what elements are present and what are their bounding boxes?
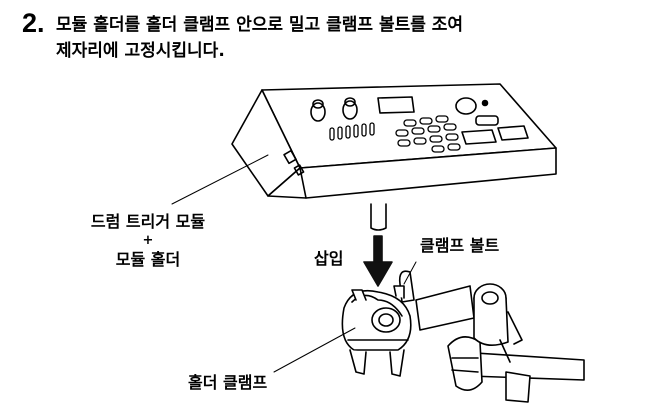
step-instruction-line-1: 모듈 홀더를 홀더 클램프 안으로 밀고 클램프 볼트를 조여 <box>56 15 464 35</box>
step-number: 2. <box>22 8 45 38</box>
leader-lines <box>171 154 417 373</box>
step-instruction: 모듈 홀더를 홀더 클램프 안으로 밀고 클램프 볼트를 조여 제자리에 고정시… <box>56 12 646 64</box>
insert-arrow <box>363 235 393 287</box>
module-callout-plus: + <box>142 233 154 248</box>
drum-trigger-module <box>231 83 557 231</box>
holder-clamp-label: 홀더 클램프 <box>188 373 268 392</box>
insert-label: 삽입 <box>314 249 344 268</box>
step-instruction-line-2: 제자리에 고정시킵니다. <box>56 41 225 61</box>
module-callout-line-1: 드럼 트리거 모듈 <box>90 212 206 231</box>
module-callout: 드럼 트리거 모듈 + 모듈 홀더 <box>78 212 218 270</box>
clamp-bolt-label: 클램프 볼트 <box>420 236 500 255</box>
module-callout-line-2: 모듈 홀더 <box>115 250 181 269</box>
holder-clamp-assembly <box>341 270 585 403</box>
